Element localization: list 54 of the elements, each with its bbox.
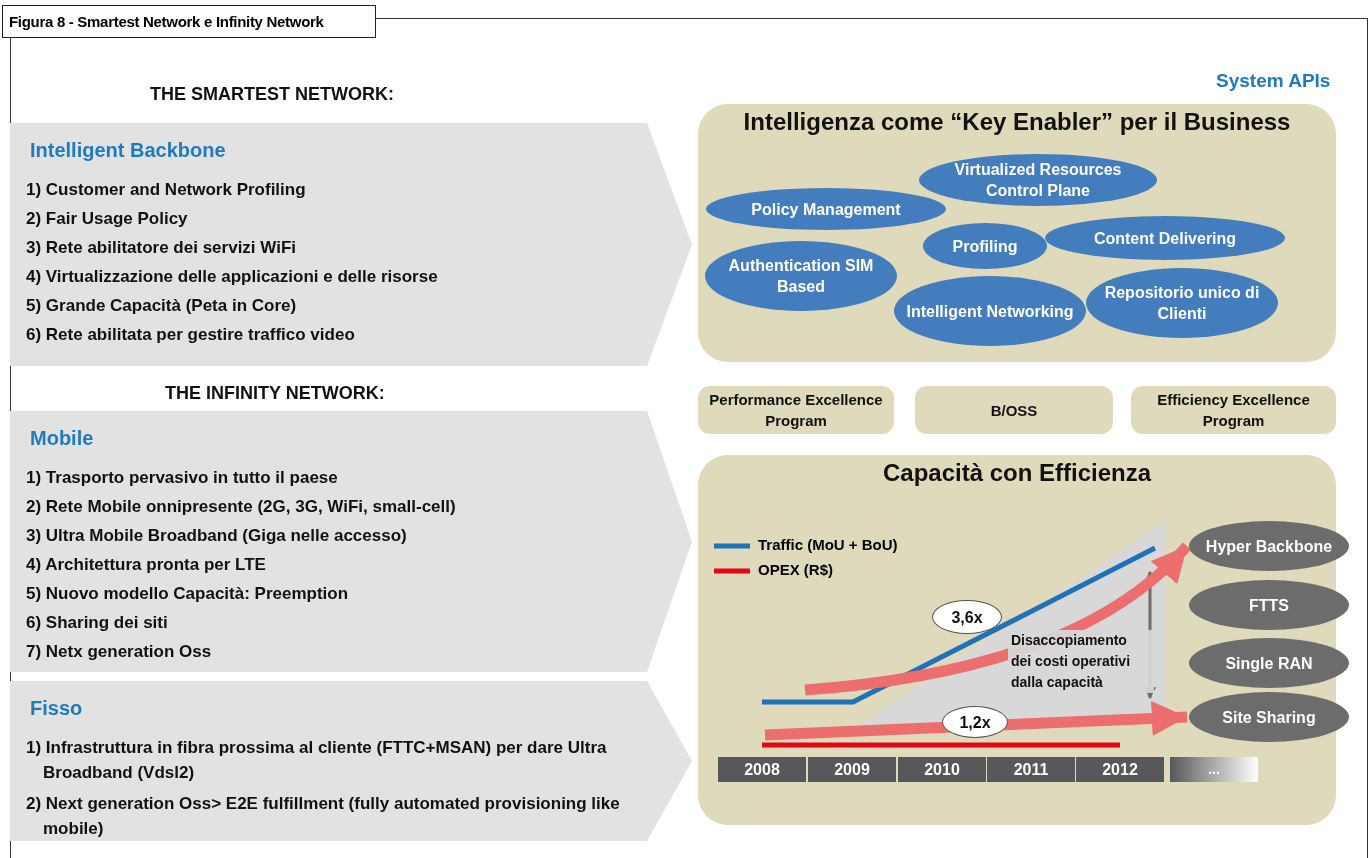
rounded-panel	[698, 104, 1336, 362]
function-ellipse: Repositorio unico di Clienti	[1086, 268, 1278, 338]
list-item: 6) Rete abilitata per gestire traffico video	[26, 324, 356, 346]
function-ellipse: Authentication SIM Based	[705, 241, 897, 311]
panel-title: Capacità con Efficienza	[881, 459, 1153, 487]
legend-text: OPEX (R$)	[758, 561, 833, 578]
chevron-panel	[10, 411, 692, 672]
arrow	[804, 542, 1191, 696]
function-ellipse: Profiling	[923, 223, 1047, 269]
section-title: THE SMARTEST NETWORK:	[150, 84, 394, 105]
list-item: 5) Grande Capacità (Peta in Core)	[26, 295, 298, 317]
list-item: 2) Next generation Oss> E2E fulfillment (fully automated provisioning like mobile)	[26, 793, 621, 840]
figure-title: Figura 8 - Smartest Network e Infinity Network	[2, 5, 376, 38]
function-ellipse: Policy Management	[706, 188, 946, 230]
year-label: 2009	[808, 757, 896, 782]
chevron-panel	[10, 123, 692, 366]
list-item: 1) Infrastruttura in fibra prossima al cliente (FTTC+MSAN) per dare Ultra Broadband (Vdsl2)	[26, 737, 608, 784]
chevron-panel	[10, 681, 692, 841]
technology-ellipse: Site Sharing	[1189, 692, 1349, 742]
list-item: 5) Nuovo modello Capacità: Preemption	[26, 583, 350, 605]
header-label: System APIs	[1216, 70, 1331, 92]
list-item: 2) Fair Usage Policy	[26, 208, 189, 230]
program-box: Performance Excellence Program	[698, 386, 894, 434]
year-label: 2008	[718, 757, 806, 782]
list-item: 1) Customer and Network Profiling	[26, 179, 307, 201]
program-box: Efficiency Excellence Program	[1131, 386, 1336, 434]
year-label: 2010	[898, 757, 986, 782]
arrow	[764, 700, 1188, 741]
function-ellipse: Intelligent Networking	[894, 276, 1086, 346]
list-item: 3) Ultra Mobile Broadband (Giga nelle accesso)	[26, 525, 408, 547]
section-heading: Mobile	[30, 427, 94, 450]
function-ellipse: Content Delivering	[1045, 216, 1285, 260]
technology-ellipse: Hyper Backbone	[1189, 521, 1349, 571]
list-item: 1) Trasporto pervasivo in tutto il paese	[26, 467, 339, 489]
year-label: 2012	[1076, 757, 1164, 782]
list-item: 6) Sharing dei siti	[26, 612, 169, 634]
section-heading: Fisso	[30, 697, 83, 720]
list-item: 3) Rete abilitatore dei servizi WiFi	[26, 237, 298, 259]
annotation-text: Disaccopiamento dei costi operativi dalla capacità	[1008, 630, 1154, 693]
ratio-ellipse: 3,6x	[932, 600, 1002, 634]
technology-ellipse: FTTS	[1189, 580, 1349, 630]
year-label: 2011	[987, 757, 1075, 782]
function-ellipse: Virtualized Resources Control Plane	[919, 154, 1157, 206]
list-item: 4) Virtualizzazione delle applicazioni e delle risorse	[26, 266, 439, 288]
panel-title: Intelligenza come “Key Enabler” per il Business	[742, 108, 1292, 136]
technology-ellipse: Single RAN	[1189, 638, 1349, 688]
program-box: B/OSS	[915, 386, 1113, 434]
section-heading: Intelligent Backbone	[30, 139, 226, 162]
section-title: THE INFINITY NETWORK:	[165, 383, 385, 404]
ellipsis-label: ...	[1170, 757, 1258, 782]
list-item: 7) Netx generation Oss	[26, 641, 213, 663]
legend-text: Traffic (MoU + BoU)	[758, 536, 898, 553]
list-item: 2) Rete Mobile onnipresente (2G, 3G, WiFi, small-cell)	[26, 496, 457, 518]
list-item: 4) Architettura pronta per LTE	[26, 554, 267, 576]
